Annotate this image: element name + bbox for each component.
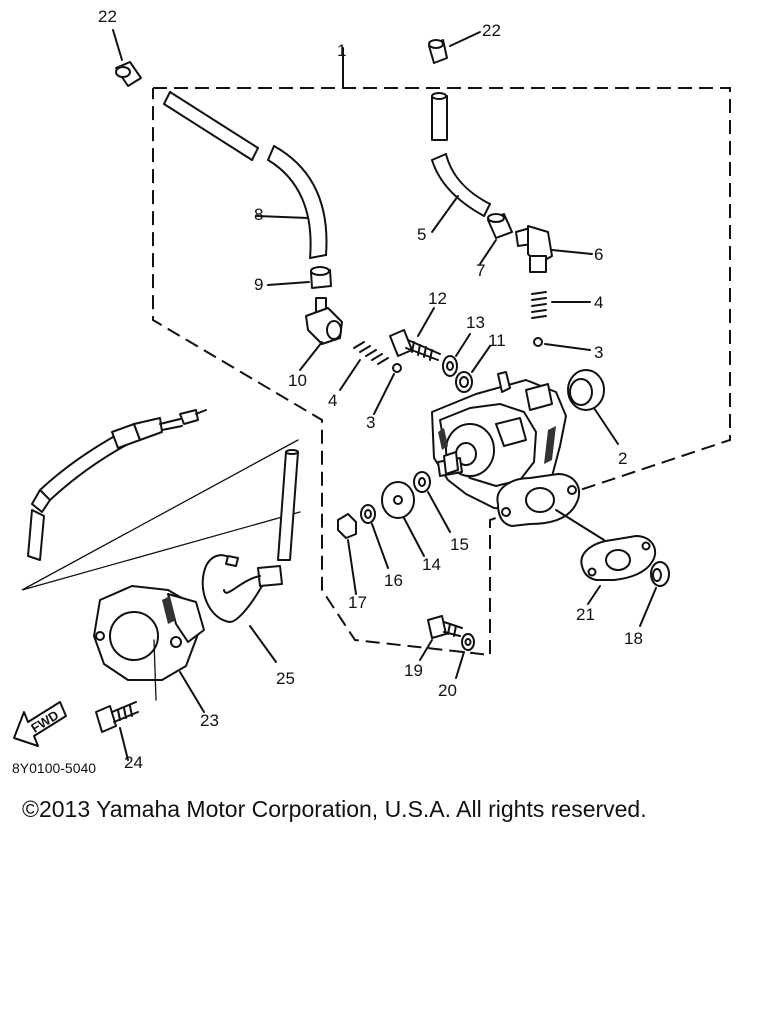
ball-3-right — [533, 337, 591, 351]
part-label-2: 2 — [618, 449, 628, 468]
collar-9 — [267, 266, 332, 289]
part-label-13: 13 — [466, 313, 485, 332]
hose-8 — [163, 91, 328, 259]
collar-22-right — [428, 31, 481, 64]
part-label-14: 14 — [422, 555, 441, 574]
drawing-code: 8Y0100-5040 — [12, 760, 97, 776]
leader-flange-gasket — [555, 509, 605, 541]
part-label-21: 21 — [576, 605, 595, 624]
part-label-9: 9 — [254, 275, 264, 294]
part-label-18: 18 — [624, 629, 643, 648]
fwd-arrow-icon — [13, 701, 67, 747]
part-label-4-right: 4 — [594, 293, 604, 312]
part-label-23: 23 — [200, 711, 219, 730]
part-label-6: 6 — [594, 245, 604, 264]
bolt-19 — [419, 615, 463, 661]
control-cable — [27, 409, 207, 561]
gasket-21 — [580, 535, 657, 605]
plate-14 — [381, 481, 425, 557]
oring-11 — [455, 345, 491, 393]
collar-22-left — [112, 29, 142, 87]
part-label-7: 7 — [476, 261, 486, 280]
part-label-4-left: 4 — [328, 391, 338, 410]
elbow-fitting-6 — [515, 225, 593, 273]
part-label-22-left: 22 — [98, 7, 117, 26]
part-label-11: 11 — [488, 331, 506, 350]
part-label-12: 12 — [428, 289, 447, 308]
part-label-17: 17 — [348, 593, 367, 612]
part-label-15: 15 — [450, 535, 469, 554]
elbow-fitting-10 — [299, 297, 343, 371]
part-label-3-left: 3 — [366, 413, 376, 432]
bolt-12 — [389, 307, 441, 361]
part-label-22-right: 22 — [482, 21, 501, 40]
oil-seal-2 — [567, 369, 619, 445]
part-label-20: 20 — [438, 681, 457, 700]
spring-4-right — [531, 291, 591, 319]
spring-4-left — [339, 341, 389, 391]
oring-18 — [639, 561, 670, 627]
hose-5 — [431, 92, 491, 233]
cable-panel-boundary — [21, 439, 301, 591]
washer-15 — [413, 471, 451, 533]
part-label-3-right: 3 — [594, 343, 604, 362]
collar-7 — [479, 213, 513, 265]
cable-25 — [201, 449, 299, 663]
washer-16 — [360, 504, 389, 569]
part-label-1: 1 — [337, 41, 347, 60]
ball-3-left — [373, 363, 402, 415]
washer-13 — [442, 333, 471, 377]
part-label-16: 16 — [384, 571, 403, 590]
part-label-19: 19 — [404, 661, 423, 680]
washer-20 — [455, 633, 475, 679]
bolt-24 — [95, 701, 139, 761]
part-label-25: 25 — [276, 669, 295, 688]
part-label-10: 10 — [288, 371, 307, 390]
copyright-notice: ©2013 Yamaha Motor Corporation, U.S.A. A… — [22, 796, 647, 822]
part-label-5: 5 — [417, 225, 427, 244]
pump-cover-23 — [93, 585, 205, 713]
nut-17 — [337, 513, 357, 595]
oil-pump-body — [431, 371, 581, 527]
part-label-24: 24 — [124, 753, 143, 772]
part-label-8: 8 — [254, 205, 264, 224]
